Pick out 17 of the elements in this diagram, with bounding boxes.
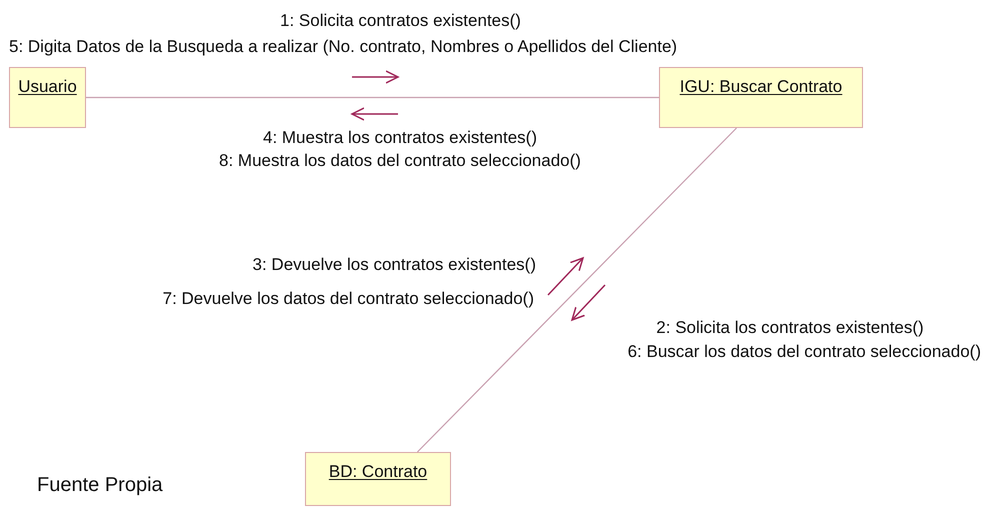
message-label: 4: Muestra los contratos existentes() [262, 127, 538, 149]
message-label: 3: Devuelve los contratos existentes() [252, 254, 536, 276]
message-label: 7: Devuelve los datos del contrato seleccionado() [162, 288, 534, 310]
link-line [417, 128, 737, 452]
object-name: Usuario [18, 76, 77, 98]
message-label: 6: Buscar los datos del contrato seleccionado() [626, 341, 981, 363]
message-label: 8: Muestra los datos del contrato seleccionado() [218, 150, 582, 172]
object-box [9, 67, 86, 128]
message-label: 1: Solicita contratos existentes() [280, 10, 520, 32]
message-label: 5: Digita Datos de la Busqueda a realizar (No. contrato, Nombres o Apellidos del Cliente) [9, 36, 678, 58]
link-line [86, 96, 659, 98]
object-box [305, 452, 451, 506]
message-label: 2: Solicita los contratos existentes() [655, 317, 925, 339]
object-name: IGU: Buscar Contrato [680, 76, 842, 98]
object-name: BD: Contrato [328, 461, 428, 483]
object-box [659, 67, 863, 128]
caption: Fuente Propia [37, 473, 163, 498]
